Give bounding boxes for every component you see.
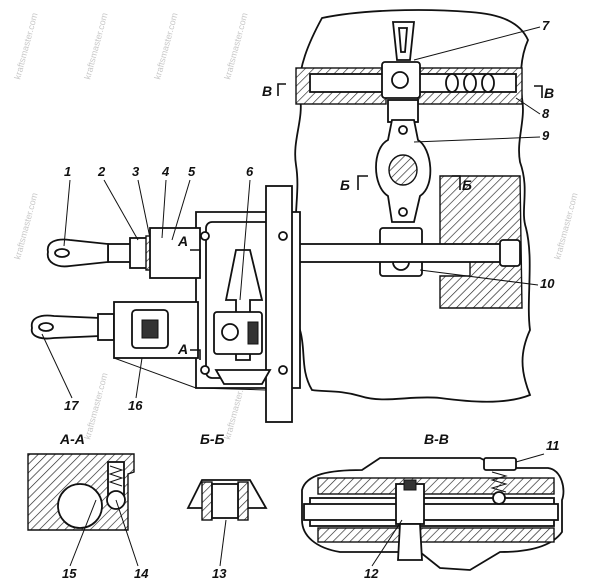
- rod-eye: [38, 322, 54, 332]
- callout-4: 4: [161, 164, 170, 179]
- callout-16: 16: [128, 398, 143, 413]
- flange-bolt: [278, 231, 288, 241]
- section-mark-b-right: Б: [462, 177, 472, 193]
- upper-shaft-bore-left: [309, 73, 387, 93]
- bracket-square: [141, 319, 159, 339]
- shaft-hole: [481, 73, 495, 93]
- section-v-v: В-В 11 12: [301, 431, 565, 581]
- detent-spring: [108, 465, 124, 487]
- section-mark-v-left: В: [262, 83, 272, 99]
- link-upper-pin: [398, 125, 408, 135]
- section-v-v-shaft: [303, 503, 559, 521]
- detent-ball: [492, 491, 506, 505]
- lever-12-hub: [395, 483, 425, 525]
- bracket-web: [113, 357, 267, 391]
- shaft-hole: [463, 73, 477, 93]
- section-mark-b-left: Б: [340, 177, 350, 193]
- flange-bolt: [278, 365, 288, 375]
- detent-spring-11: [490, 471, 508, 493]
- finger-clamp: [247, 321, 259, 345]
- section-arrow: [190, 249, 201, 260]
- hub-bolt: [391, 71, 409, 89]
- callout-6: 6: [246, 164, 254, 179]
- lever-12-bolt: [403, 479, 417, 491]
- callout-8: 8: [542, 106, 550, 121]
- plug-11: [483, 457, 517, 471]
- section-b-b-left-wall: [201, 481, 213, 521]
- section-b-b: Б-Б 13: [186, 431, 268, 581]
- watermark: kraftsmaster.com: [152, 12, 179, 81]
- callout-7: 7: [542, 18, 550, 33]
- callout-13: 13: [212, 566, 227, 581]
- watermark: kraftsmaster.com: [12, 12, 39, 81]
- watermark: kraftsmaster.com: [552, 192, 579, 261]
- callout-11: 11: [546, 438, 560, 453]
- housing-flange: [265, 185, 293, 423]
- section-arrow: [277, 83, 286, 96]
- flange-bolt: [200, 231, 210, 241]
- section-mark-v-right: В: [544, 85, 554, 101]
- section-arrow: [452, 175, 461, 190]
- section-b-b-right-wall: [237, 481, 249, 521]
- callout-2: 2: [97, 164, 106, 179]
- section-a-a: А-А 15 14: [27, 431, 149, 581]
- lower-rod-collar: [97, 313, 115, 341]
- finger-bolt: [221, 323, 239, 341]
- link-pivot-section: [388, 154, 418, 186]
- callout-14: 14: [134, 566, 149, 581]
- section-title-v-v: В-В: [424, 431, 449, 447]
- watermark: kraftsmaster.com: [222, 12, 249, 81]
- upper-rod-1: [46, 238, 109, 268]
- callout-1: 1: [64, 164, 71, 179]
- rod-eye: [54, 248, 70, 258]
- section-title-a-a: А-А: [59, 431, 85, 447]
- callout-15: 15: [62, 566, 77, 581]
- rod-end-10: [499, 239, 521, 267]
- section-b-b-pin: [211, 483, 239, 519]
- section-markers: В В Б Б А А: [177, 83, 554, 360]
- shaft-hole: [445, 73, 459, 93]
- callout-3: 3: [132, 164, 140, 179]
- section-v-v-upper-wall: [317, 477, 555, 495]
- watermark: kraftsmaster.com: [82, 372, 109, 441]
- section-arrow: [357, 175, 368, 190]
- section-arrow: [534, 85, 543, 98]
- section-arrow: [190, 349, 201, 360]
- finger-lower-tip: [214, 369, 272, 385]
- left-cover: [149, 227, 201, 279]
- section-mark-a-bottom: А: [177, 341, 188, 357]
- section-mark-a-top: А: [177, 233, 188, 249]
- flange-bolt: [200, 365, 210, 375]
- callout-10: 10: [540, 276, 555, 291]
- link-lower-pin: [398, 207, 408, 217]
- lever-slot: [398, 27, 408, 53]
- watermark: kraftsmaster.com: [82, 12, 109, 81]
- section-title-b-b: Б-Б: [200, 431, 225, 447]
- rod-section-15: [57, 483, 103, 529]
- callout-9: 9: [542, 128, 550, 143]
- lever-12-arm: [397, 523, 423, 561]
- callouts-main: 1 2 3 4 5 6 7 8 9 10 16 17: [41, 18, 555, 413]
- section-v-v-lower-wall: [317, 527, 555, 543]
- main-view: [30, 9, 532, 423]
- callout-17: 17: [64, 398, 79, 413]
- callout-12: 12: [364, 566, 379, 581]
- watermark: kraftsmaster.com: [12, 192, 39, 261]
- link-upper-bracket: [387, 99, 419, 123]
- callout-5: 5: [188, 164, 196, 179]
